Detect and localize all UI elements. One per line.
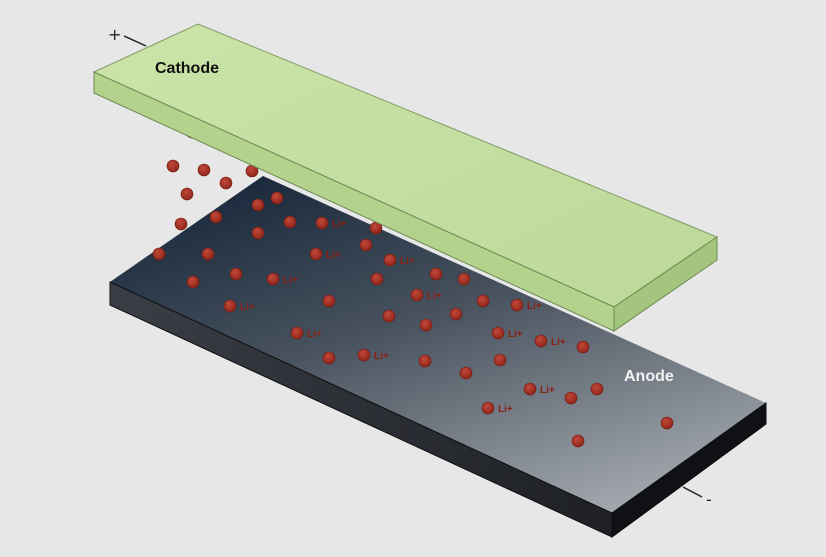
ion-label: Li+ <box>326 250 341 261</box>
ion-layer: Li+ Li+ Li+ Li+ Li+ Li+ Li+ Li+ Li+ Li+ Li+ Li+ Li+ <box>152 125 674 448</box>
ion-label: Li+ <box>283 275 298 286</box>
lithium-ion <box>481 401 495 415</box>
cathode-side-face <box>613 236 718 332</box>
anode-label: Anode <box>624 368 674 385</box>
lithium-ion <box>493 353 507 367</box>
lithium-ion <box>382 309 396 323</box>
lithium-ion <box>357 348 371 362</box>
lithium-ion <box>418 354 432 368</box>
lithium-ion <box>283 215 297 229</box>
ion-label: Li+ <box>332 219 347 230</box>
lithium-ion <box>174 217 188 231</box>
lithium-ion <box>523 382 537 396</box>
lithium-ion <box>219 176 233 190</box>
ion-label: Li+ <box>374 351 389 362</box>
anode-slab <box>109 176 767 538</box>
lithium-ion <box>576 340 590 354</box>
positive-terminal: + <box>108 25 121 44</box>
ion-label: Li+ <box>527 301 542 312</box>
lithium-ion <box>322 294 336 308</box>
lithium-ion <box>449 307 463 321</box>
lithium-ion <box>152 247 166 261</box>
lithium-ion <box>660 416 674 430</box>
ion-label: Li+ <box>307 329 322 340</box>
lithium-ion <box>510 298 524 312</box>
lithium-ion <box>571 434 585 448</box>
lithium-ion <box>229 267 243 281</box>
lithium-ion <box>180 187 194 201</box>
anode-side-face <box>611 402 767 538</box>
lithium-ion <box>429 267 443 281</box>
ion-label: Li+ <box>508 329 523 340</box>
cathode-slab <box>92 23 719 332</box>
ion-label: Li+ <box>427 291 442 302</box>
lithium-ion <box>359 238 373 252</box>
lithium-ion <box>383 253 397 267</box>
lithium-ion <box>322 351 336 365</box>
ion-label: Li+ <box>240 302 255 313</box>
lithium-ion <box>564 391 578 405</box>
ion-label: Li+ <box>400 256 415 267</box>
lithium-ion <box>201 247 215 261</box>
lithium-ion <box>223 299 237 313</box>
cathode-label: Cathode <box>155 60 219 77</box>
lithium-ion <box>197 163 211 177</box>
lithium-ion <box>476 294 490 308</box>
lithium-ion <box>370 272 384 286</box>
lithium-ion <box>290 326 304 340</box>
lithium-ion <box>590 382 604 396</box>
lithium-ion <box>251 226 265 240</box>
lithium-ion <box>309 247 323 261</box>
lithium-ion <box>410 288 424 302</box>
lithium-ion <box>270 191 284 205</box>
positive-lead <box>123 35 147 47</box>
lithium-ion <box>457 272 471 286</box>
ion-label: Li+ <box>498 404 513 415</box>
lithium-ion <box>266 272 280 286</box>
lithium-ion <box>251 198 265 212</box>
lithium-ion <box>186 275 200 289</box>
ion-label: Li+ <box>551 337 566 348</box>
lithium-ion <box>459 366 473 380</box>
ion-label: Li+ <box>540 385 555 396</box>
anode-top-face <box>110 176 766 513</box>
lithium-ion <box>315 216 329 230</box>
negative-lead <box>682 486 703 498</box>
lithium-ion <box>491 326 505 340</box>
lithium-ion <box>209 210 223 224</box>
lithium-ion <box>166 159 180 173</box>
lithium-ion <box>419 318 433 332</box>
negative-terminal: - <box>706 490 712 509</box>
lithium-ion <box>534 334 548 348</box>
